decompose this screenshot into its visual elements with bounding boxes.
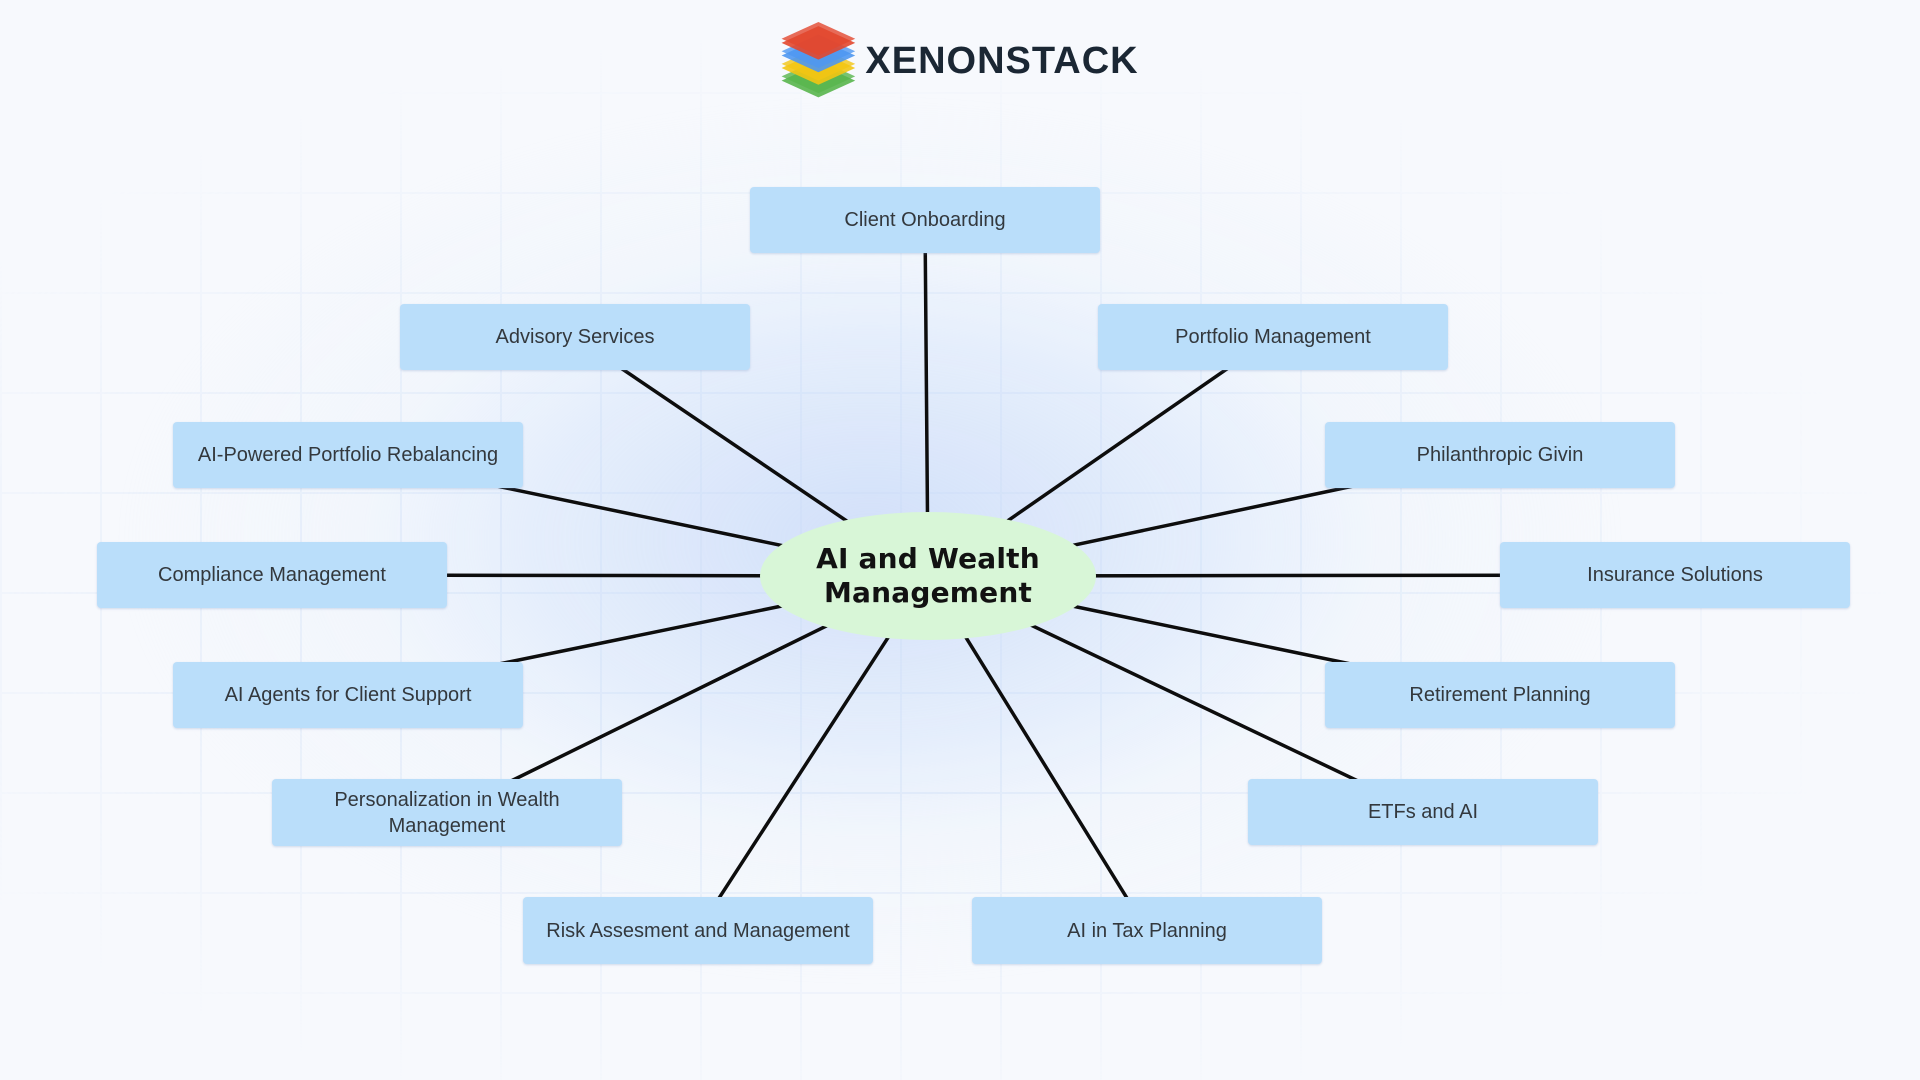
topic-box-label: AI in Tax Planning bbox=[1067, 919, 1227, 942]
topic-box-label: Compliance Management bbox=[158, 564, 386, 586]
topic-box-philanthropic-givin: Philanthropic Givin bbox=[1325, 422, 1675, 488]
topic-box-ai-agents-for-client-support: AI Agents for Client Support bbox=[173, 662, 523, 728]
topic-box-label: Client Onboarding bbox=[844, 209, 1006, 231]
xenonstack-logo: XENONSTACK bbox=[781, 22, 1138, 99]
topic-box-label: ETFs and AI bbox=[1367, 801, 1479, 823]
central-topic-label: AI and Wealth Management bbox=[816, 541, 1040, 609]
topic-box-compliance-management: Compliance Management bbox=[97, 542, 447, 608]
topic-box-personalization-in-wealth-management: Personalization in Wealth Management bbox=[272, 779, 622, 846]
topic-box-label: Advisory Services bbox=[495, 326, 655, 348]
topic-box-label: Risk Assesment and Management bbox=[546, 919, 850, 942]
logo-wordmark: XENONSTACK bbox=[865, 39, 1139, 82]
xenonstack-layers-icon bbox=[781, 22, 856, 98]
central-topic-ellipse: AI and Wealth Management bbox=[760, 512, 1096, 640]
topic-box-ai-in-tax-planning: AI in Tax Planning bbox=[972, 897, 1322, 964]
topic-box-label: Philanthropic Givin bbox=[1416, 444, 1584, 466]
topic-box-label: AI Agents for Client Support bbox=[224, 684, 472, 706]
topic-box-risk-assesment-and-management: Risk Assesment and Management bbox=[523, 897, 873, 964]
topic-box-insurance-solutions: Insurance Solutions bbox=[1500, 542, 1850, 608]
topic-box-label: AI-Powered Portfolio Rebalancing bbox=[197, 444, 499, 466]
topic-box-label: Portfolio Management bbox=[1175, 326, 1371, 348]
topic-box-advisory-services: Advisory Services bbox=[400, 304, 750, 370]
topic-box-label: Retirement Planning bbox=[1409, 684, 1591, 706]
topic-box-retirement-planning: Retirement Planning bbox=[1325, 662, 1675, 728]
topic-box-etfs-and-ai: ETFs and AI bbox=[1248, 779, 1598, 845]
topic-box-label: Personalization in Wealth Management bbox=[334, 788, 560, 837]
topic-box-ai-powered-portfolio-rebalancing: AI-Powered Portfolio Rebalancing bbox=[173, 422, 523, 488]
topic-box-label: Insurance Solutions bbox=[1587, 564, 1763, 586]
topic-box-client-onboarding: Client Onboarding bbox=[750, 187, 1100, 253]
topic-box-portfolio-management: Portfolio Management bbox=[1098, 304, 1448, 370]
